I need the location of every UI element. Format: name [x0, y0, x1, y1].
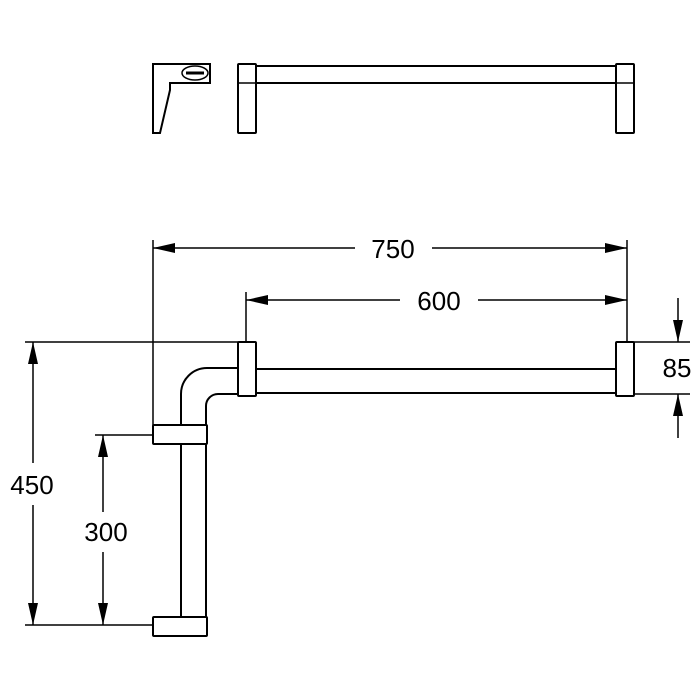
arrow-600-left: [246, 295, 268, 305]
dim-label-300: 300: [84, 517, 127, 547]
top-view-right-bracket: [615, 63, 635, 134]
arrow-85-top: [673, 320, 683, 342]
arrow-300-top: [98, 435, 108, 457]
arrow-450-bottom: [28, 603, 38, 625]
dim-label-600: 600: [417, 286, 460, 316]
arrow-750-right: [605, 243, 627, 253]
arrow-300-bottom: [98, 603, 108, 625]
arrow-85-bottom: [673, 394, 683, 416]
arrow-750-left: [153, 243, 175, 253]
dim-label-85: 85: [663, 353, 692, 383]
upper-vertical-flange: [152, 424, 208, 445]
horizontal-bar: [255, 368, 617, 394]
arrow-450-top: [28, 342, 38, 364]
top-view-bar: [255, 65, 617, 84]
bar-bend-outer: [180, 367, 238, 395]
front-view: [152, 341, 635, 637]
arrow-600-right: [605, 295, 627, 305]
dim-label-750: 750: [371, 234, 414, 264]
top-view-middle-bracket: [237, 63, 257, 134]
lower-vertical-flange: [152, 616, 208, 637]
top-view-left-bracket: [152, 63, 211, 134]
dimensions: 750 600 85 450 300: [10, 234, 692, 626]
right-flange: [615, 341, 635, 397]
bar-bend-inner: [205, 393, 238, 407]
middle-flange: [237, 341, 257, 397]
dim-label-450: 450: [10, 470, 53, 500]
top-view: [152, 63, 635, 134]
